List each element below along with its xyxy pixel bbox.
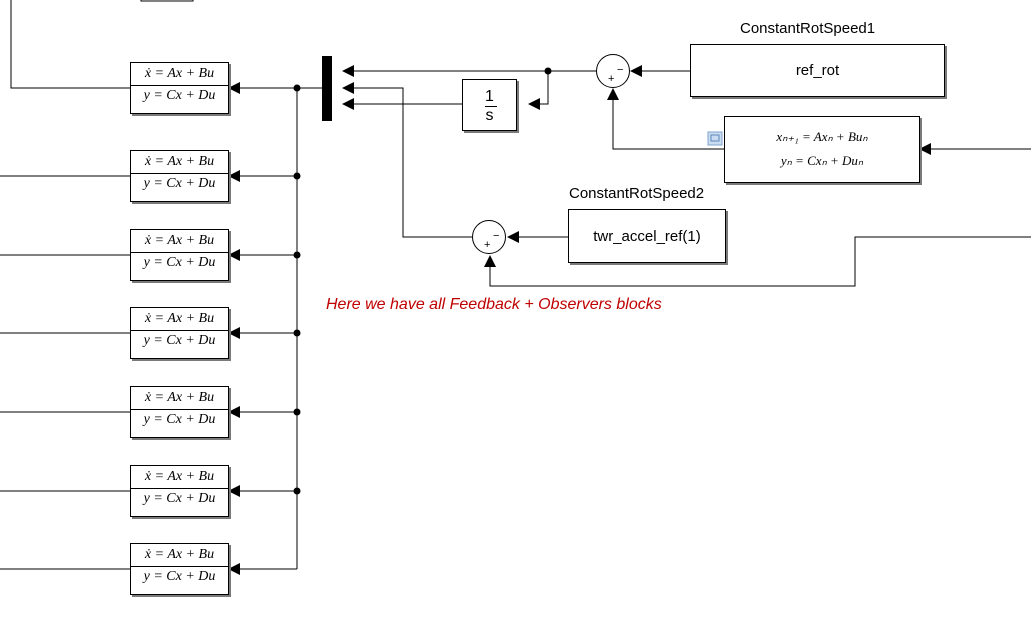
constant-block-name: ConstantRotSpeed2 xyxy=(569,185,705,202)
sum-block-speed-error[interactable]: − + xyxy=(596,54,630,88)
discrete-output-equation: yₙ = Cxₙ + Duₙ xyxy=(780,153,864,168)
discrete-state-space-block[interactable]: xₙ₊₁ = Axₙ + Buₙ yₙ = Cxₙ + Duₙ xyxy=(724,116,920,183)
output-equation: y = Cx + Du xyxy=(143,412,216,427)
branch-point xyxy=(293,487,301,495)
constant-block-twr-accel-ref[interactable]: twr_accel_ref(1) xyxy=(568,209,726,263)
output-equation: y = Cx + Du xyxy=(143,255,216,270)
sum-block-accel-error[interactable]: − + xyxy=(472,220,506,254)
output-equation: y = Cx + Du xyxy=(143,333,216,348)
equation-divider xyxy=(131,330,228,331)
state-space-block[interactable]: ẋ = Ax + Bu y = Cx + Du xyxy=(130,543,229,595)
output-equation: y = Cx + Du xyxy=(143,569,216,584)
state-space-block[interactable]: ẋ = Ax + Bu y = Cx + Du xyxy=(130,62,229,114)
fraction-bar xyxy=(485,106,497,107)
integrator-denominator: s xyxy=(485,107,494,124)
state-space-block[interactable]: ẋ = Ax + Bu y = Cx + Du xyxy=(130,229,229,281)
plus-sign: + xyxy=(484,239,491,251)
branch-point xyxy=(293,84,301,92)
equation-divider xyxy=(131,85,228,86)
state-equation: ẋ = Ax + Bu xyxy=(144,154,215,169)
constant-value: twr_accel_ref(1) xyxy=(593,227,701,245)
state-equation: ẋ = Ax + Bu xyxy=(144,66,215,81)
state-equation: ẋ = Ax + Bu xyxy=(144,233,215,248)
constant-block-ref-rot[interactable]: ref_rot xyxy=(690,44,945,97)
branch-point xyxy=(293,251,301,259)
equation-divider xyxy=(131,488,228,489)
equation-divider xyxy=(131,409,228,410)
constant-value: ref_rot xyxy=(795,62,840,79)
signal-input-to-sum2[interactable] xyxy=(484,236,1031,287)
constant-block-name: ConstantRotSpeed1 xyxy=(740,20,876,37)
partial-block-top[interactable] xyxy=(140,0,194,2)
state-equation: ẋ = Ax + Bu xyxy=(144,311,215,326)
annotation-text: Here we have all Feedback + Observers bl… xyxy=(326,296,662,313)
discrete-state-equation: xₙ₊₁ = Axₙ + Buₙ xyxy=(776,129,868,144)
state-space-block[interactable]: ẋ = Ax + Bu y = Cx + Du xyxy=(130,307,229,359)
state-space-block[interactable]: ẋ = Ax + Bu y = Cx + Du xyxy=(130,150,229,202)
mux-block[interactable] xyxy=(322,56,332,121)
sample-time-badge-icon-inner xyxy=(710,134,720,142)
signal-to-integrator[interactable] xyxy=(528,71,549,110)
equation-divider xyxy=(131,252,228,253)
output-equation: y = Cx + Du xyxy=(143,88,216,103)
integrator-block[interactable]: 1 s xyxy=(462,79,517,131)
equation-divider xyxy=(131,566,228,567)
state-space-block[interactable]: ẋ = Ax + Bu y = Cx + Du xyxy=(130,465,229,517)
output-equation: y = Cx + Du xyxy=(143,491,216,506)
output-equation: y = Cx + Du xyxy=(143,176,216,191)
state-equation: ẋ = Ax + Bu xyxy=(144,547,215,562)
equation-divider xyxy=(131,173,228,174)
signal-accel-error-to-mux[interactable] xyxy=(342,82,472,238)
state-space-block[interactable]: ẋ = Ax + Bu y = Cx + Du xyxy=(130,386,229,438)
branch-point xyxy=(293,408,301,416)
signal-line-ss1-input[interactable] xyxy=(10,0,130,89)
branch-point xyxy=(293,329,301,337)
branch-point xyxy=(293,172,301,180)
minus-sign: − xyxy=(617,64,624,76)
minus-sign: − xyxy=(493,230,500,242)
state-equation: ẋ = Ax + Bu xyxy=(144,390,215,405)
integrator-numerator: 1 xyxy=(485,88,494,105)
signal-observer-to-sum1[interactable] xyxy=(607,88,724,150)
plus-sign: + xyxy=(608,73,615,85)
sample-time-badge-icon xyxy=(707,131,723,146)
state-equation: ẋ = Ax + Bu xyxy=(144,469,215,484)
